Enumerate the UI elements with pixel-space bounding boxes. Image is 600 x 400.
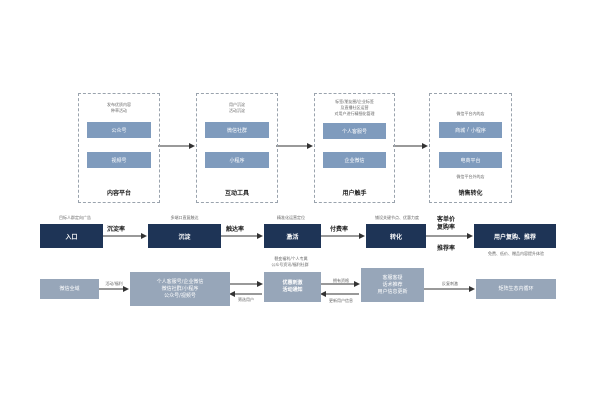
reach-note-1: 标签/朋友圈/企业标签 <box>335 99 374 104</box>
content-platform-title: 内容平台 <box>106 190 131 197</box>
mall-separator: / <box>467 127 469 133</box>
sales-note-bottom: 微信平台外的店 <box>456 174 485 179</box>
user-reach-title: 用户触手 <box>342 190 367 197</box>
reach-note-2: 及直播社区运营 <box>340 105 369 110</box>
final-note: 免费、低价、赠品内容提升体验 <box>488 251 544 256</box>
activate-note: 精准化运营定位 <box>277 215 305 220</box>
perk-note-part-1: 裂变福利 <box>274 256 291 261</box>
repurchase-recommend-node[interactable]: 用户复购、推荐 <box>474 224 556 248</box>
perk-top-note: 裂变福利/个人专属 <box>274 256 308 261</box>
content-note-1: 发布优质内容 <box>107 102 131 107</box>
accounts-line-1: 个人客服号/企业微信 <box>156 278 204 285</box>
rate-settle-label: 沉淀率 <box>107 226 126 233</box>
perk-line-1: 优惠刺激 <box>282 280 303 286</box>
service-line-3: 用户信息更新 <box>377 288 408 295</box>
channels-button[interactable]: 视频号 <box>87 152 151 168</box>
ecommerce-platform-button[interactable]: 电商平台 <box>439 152 502 168</box>
wecom-button[interactable]: 企业微信 <box>323 152 386 168</box>
personal-service-account-button[interactable]: 个人客服号 <box>323 123 386 139</box>
perk-note-part-4: 福利社群 <box>292 262 309 267</box>
perk-top-note-2: 公众号资讯/福利社群 <box>271 262 309 267</box>
repeat-stimulate-label: 反复刺激 <box>442 281 458 286</box>
entry-note: 目标人群定向广告 <box>59 215 91 220</box>
user-reach-box: 标签/朋友圈/企业标签 及直播社区运营 对用户进行精细化管理 个人客服号 企业微… <box>314 93 395 203</box>
settle-node[interactable]: 沉淀 <box>148 224 221 248</box>
reach-note-3: 对用户进行精细化管理 <box>334 111 375 116</box>
perk-line-2: 活动通知 <box>282 287 303 293</box>
sales-conversion-title: 销售转化 <box>458 190 483 197</box>
filter-users-label: 筛选用户 <box>238 297 254 302</box>
content-platform-box: 发布优质内容 种草活动 公众号 视频号 内容平台 <box>78 93 160 203</box>
mini-program-button[interactable]: 小程序 <box>205 152 269 168</box>
wechat-group-button[interactable]: 微信社群 <box>205 122 269 138</box>
interact-tools-box: 用户沉淀 活动沉淀 微信社群 小程序 互动工具 <box>196 93 278 203</box>
accounts-line-3: 公众号/视频号 <box>164 292 196 299</box>
interact-note-1: 用户沉淀 <box>229 102 245 107</box>
perk-notification-node[interactable]: 优惠刺激 活动通知 <box>264 272 321 302</box>
mall-miniprogram-button[interactable]: 商城 / 小程序 <box>439 122 502 138</box>
wechat-ecosystem-node[interactable]: 微信全域 <box>40 279 99 299</box>
rate-repurchase-label: 复购率 <box>437 224 456 231</box>
accounts-line-2: 微信社群/小程序 <box>161 285 199 292</box>
activate-node[interactable]: 激活 <box>264 224 321 248</box>
rate-reach-label: 触达率 <box>226 226 245 233</box>
mall-label: 商城 <box>455 127 466 134</box>
service-script-node[interactable]: 客服客疑 话术推荐 用户信息更新 <box>361 268 424 302</box>
settle-note: 多端口直复触达 <box>170 215 199 220</box>
perk-note-part-3: 公众号资讯 <box>271 262 292 267</box>
convert-note: 铺设关键节点、优惠力度 <box>375 215 419 220</box>
convert-node[interactable]: 转化 <box>366 224 426 248</box>
update-info-label: 更新用户信息 <box>329 298 353 303</box>
service-line-2: 话术推荐 <box>382 281 403 288</box>
official-account-button[interactable]: 公众号 <box>87 122 151 138</box>
accounts-matrix-node[interactable]: 个人客服号/企业微信 微信社群/小程序 公众号/视频号 <box>130 272 230 306</box>
sales-note-top: 微信平台内的店 <box>456 111 485 116</box>
rate-recommend-label: 推荐率 <box>437 245 456 252</box>
sales-conversion-box: 微信平台内的店 商城 / 小程序 电商平台 微信平台外的店 销售转化 <box>429 93 512 203</box>
interact-tools-title: 互动工具 <box>224 190 249 197</box>
service-line-1: 客服客疑 <box>382 274 403 281</box>
rate-aov-label: 客单价 <box>437 216 456 223</box>
interact-note-2: 活动沉淀 <box>229 108 245 113</box>
rate-pay-label: 付费率 <box>330 226 349 233</box>
ecosystem-loop-node[interactable]: 矩阵生态内循环 <box>476 279 556 299</box>
perk-note-part-2: 个人专属 <box>291 256 308 261</box>
campaign-perk-label: 活动/福利 <box>105 281 123 286</box>
content-note-2: 种草活动 <box>111 108 127 113</box>
entry-node[interactable]: 入口 <box>40 224 103 248</box>
miniprogram-label: 小程序 <box>470 127 486 134</box>
qualification-label: 拥有资格 <box>333 278 349 283</box>
